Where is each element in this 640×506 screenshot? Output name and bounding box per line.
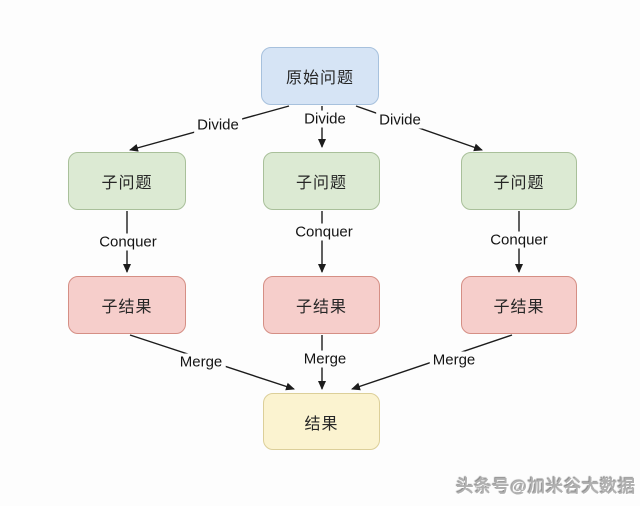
node-sub-problem-2: 子问题 (263, 152, 380, 210)
node-original-problem: 原始问题 (261, 47, 379, 105)
node-sub-result-2-label: 子结果 (295, 299, 347, 316)
edge-label-divide-left: Divide (194, 116, 242, 134)
node-sub-result-3: 子结果 (461, 276, 577, 334)
edge-label-divide-middle: Divide (301, 110, 349, 128)
node-sub-problem-2-label: 子问题 (295, 175, 347, 192)
node-sub-result-3-label: 子结果 (493, 299, 545, 316)
node-sub-result-1: 子结果 (68, 276, 186, 334)
edge-label-merge-left: Merge (176, 353, 226, 371)
node-sub-result-1-label: 子结果 (101, 299, 153, 316)
watermark-text: 头条号@加米谷大数据 (456, 477, 636, 496)
node-result-label: 结果 (304, 415, 339, 433)
node-sub-result-2: 子结果 (263, 276, 380, 334)
edge-label-conquer-middle: Conquer (292, 223, 356, 241)
node-sub-problem-3: 子问题 (461, 152, 577, 210)
node-sub-problem-3-label: 子问题 (493, 175, 545, 192)
node-original-problem-label: 原始问题 (285, 70, 354, 87)
node-sub-problem-1: 子问题 (68, 152, 186, 210)
edge-label-divide-right: Divide (376, 111, 424, 129)
edge-label-conquer-right: Conquer (487, 231, 551, 249)
edge-label-conquer-left: Conquer (96, 233, 160, 251)
edge-label-merge-right: Merge (429, 351, 479, 369)
node-sub-problem-1-label: 子问题 (101, 175, 153, 192)
edge-label-merge-middle: Merge (300, 350, 350, 368)
node-result: 结果 (263, 393, 380, 450)
